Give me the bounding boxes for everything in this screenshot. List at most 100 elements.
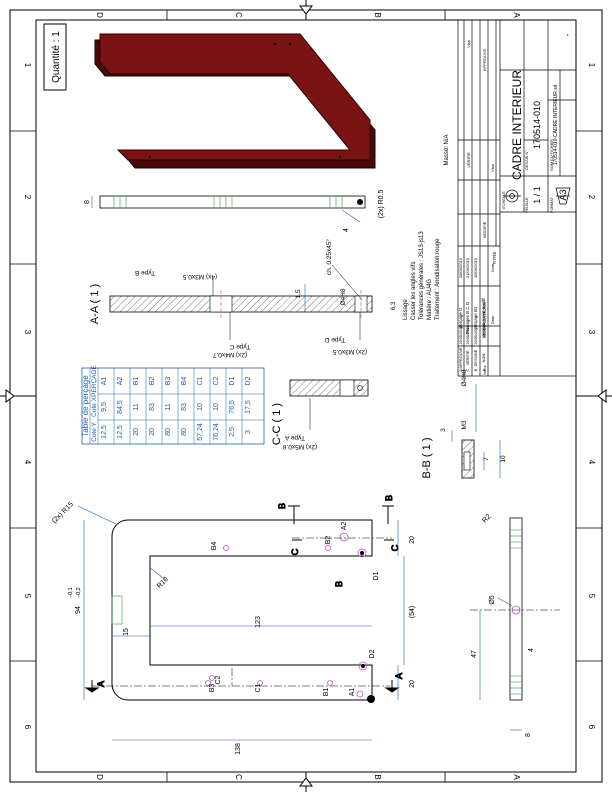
hole-id-cell: A1 [101, 377, 108, 386]
rev-header-indice: Indice [483, 365, 487, 374]
bb-dim-3: 3 [440, 428, 447, 432]
iso-view [94, 33, 376, 169]
bb-m3: M3 [461, 420, 468, 429]
drawing-number: 170514-010 [532, 101, 542, 149]
hole-id-cell: A2 [117, 377, 124, 386]
zone-letter: B [373, 774, 382, 779]
section-markers: A A B B B C C [84, 494, 405, 693]
zone-number: 2 [23, 195, 32, 200]
rev-header-visa: Visa [490, 163, 495, 171]
bb-dim-10: 10 [500, 455, 507, 463]
r15-label: (2x) R15 [51, 501, 75, 525]
aa-type-d: Type D [324, 336, 345, 343]
zone-number: 1 [587, 63, 596, 68]
zone-number: 6 [587, 725, 596, 730]
aa-m3x05-4x: (4x) M3x0.5 [182, 273, 217, 280]
hole-y-cell: 12,5 [101, 425, 108, 439]
section-b-top: B [277, 503, 287, 509]
approved-date: 25/05/2018 [459, 325, 463, 344]
note-3: Tolérances générales : JS13-js13 [419, 231, 425, 320]
view-bb-label: B-B ( 1 ) [421, 438, 433, 479]
file-label: NOM DU FICHIER [550, 139, 554, 171]
profile-r05: (2x) R0.5 [378, 190, 385, 219]
th-x: Cote X [91, 396, 98, 417]
hole-y-cell: 2,5 [229, 427, 236, 437]
zone-letters-bottom: D C B A [95, 774, 521, 780]
zone-number: 5 [587, 594, 596, 599]
zone-number: 6 [23, 725, 32, 730]
zone-letter: A [512, 774, 521, 780]
zone-letter: C [234, 774, 243, 780]
hole-x-cell: 10 [197, 403, 204, 411]
format-label: FORMAT [550, 196, 554, 212]
rev-d-idx: D [458, 368, 463, 371]
zone-letter: B [373, 12, 382, 17]
profile-dim-4: 4 [343, 228, 350, 232]
rev-header-date: Date [490, 315, 495, 324]
side-dim-4: 4 [528, 648, 535, 652]
rev-d-text: perçage D [458, 307, 463, 329]
titre-label: TITRE [492, 252, 497, 265]
zone-number: 4 [587, 460, 596, 465]
bb-dim-7: 7 [483, 457, 490, 461]
dim-20-bottom: 20 [409, 680, 416, 688]
aa-phi4h8: Ø4H8 [340, 288, 347, 305]
dim-138: 138 [235, 743, 242, 755]
zone-number: 3 [23, 330, 32, 335]
hole-table: Table de perçage PERÇAGE Cote X Cote Y A… [81, 364, 265, 445]
verified-head: VÉRIFIÉ [466, 152, 471, 168]
th-y: Cote Y [91, 421, 98, 441]
note-2: Casser les angles vifs [411, 262, 417, 320]
note-1: Lissage [403, 299, 409, 320]
iso-part-top [99, 33, 371, 161]
zone-number: 3 [587, 330, 596, 335]
hole-x-cell: 10 [213, 403, 220, 411]
plan-view: A A B B B C C A1 A2 B1 B2 B3 [51, 494, 416, 755]
cc-m5x08: (2x) M5x0.8 [282, 443, 317, 450]
format-value: A3 [558, 189, 568, 200]
rough-symbol: 6,3 [391, 301, 397, 310]
profile-view: 8 4 (2x) R0.5 [84, 190, 385, 232]
quantity-box: Quantité : 1 [43, 23, 67, 91]
label-d1: D1 [373, 571, 380, 580]
cc-type-a: Type A [284, 434, 305, 441]
zone-number: 5 [23, 594, 32, 599]
hole-x-cell: 76,5 [229, 400, 236, 414]
zone-letter: C [234, 12, 243, 18]
plan-dimensions [83, 520, 405, 741]
label-a1: A1 [349, 688, 356, 697]
hole-x-cell: 83 [149, 403, 156, 411]
label-b4: B4 [211, 542, 218, 551]
dim-94-tol-up: -0,1 [68, 587, 74, 596]
dim-94: 94 [75, 606, 82, 614]
section-c-top: C [290, 548, 300, 555]
label-b2: B2 [325, 536, 332, 545]
rev-header-mod: MODIFICATIONS [482, 302, 487, 337]
aa-type-c: Type C [229, 343, 250, 350]
feuille-label: FEUILLE [525, 197, 529, 213]
hole-id-cell: C1 [197, 376, 204, 385]
label-d2: D2 [369, 649, 376, 658]
hole-x-cell: 83 [181, 403, 188, 411]
aa-section [109, 295, 373, 313]
hole-labels: A1 A2 B1 B2 B3 B4 C1 C2 D1 D2 [209, 522, 380, 697]
hole-y-cell: 76,24 [213, 423, 220, 441]
side-dim-47: 47 [471, 650, 478, 658]
zone-number: 1 [23, 63, 32, 68]
dim-123: 123 [255, 616, 262, 628]
holes [205, 532, 368, 698]
side-phi5: Ø5 [489, 595, 496, 604]
drawn-label: DESSINÉ [473, 349, 478, 366]
drawn-date: 20/05/2017 [474, 325, 478, 344]
dim-94-tol-lo: -0,2 [76, 587, 82, 596]
rev-c-text: Perçages B C D [465, 301, 470, 334]
quantity-label: Quantité : 1 [51, 31, 62, 83]
hole-x-cell: 11 [133, 403, 140, 410]
title-block-text: Masse: N/A Date Nom Indice MODIFICATIONS… [444, 33, 572, 374]
note-5: Traitement : Anodisation rouge [435, 238, 441, 320]
rev-d-date: 28/05/2019 [458, 257, 463, 278]
hole-y-cell: 20 [149, 428, 156, 436]
iso-holes [148, 42, 342, 159]
